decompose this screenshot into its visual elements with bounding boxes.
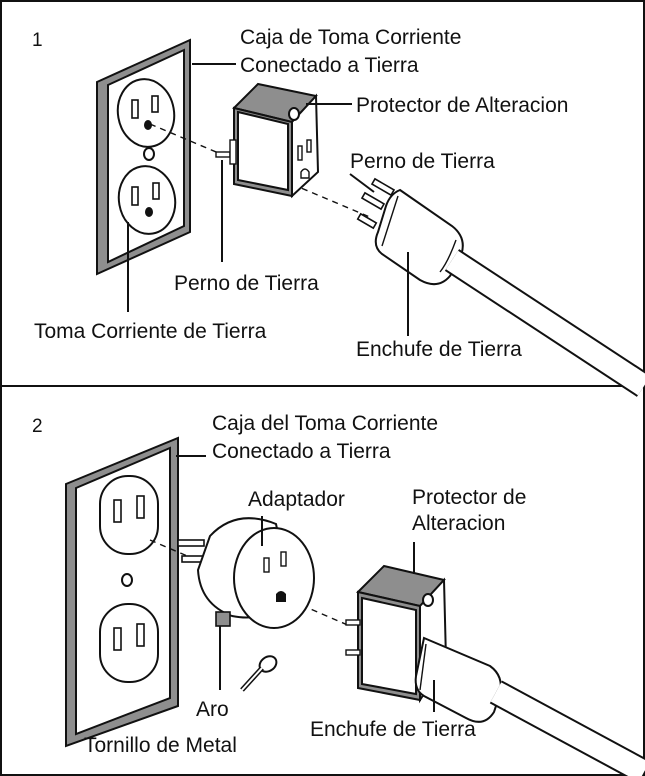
panel-2: 2 <box>32 412 645 776</box>
label-ground-pin-right: Perno de Tierra <box>350 150 495 173</box>
tamper-protector-2 <box>345 564 645 776</box>
metal-screw <box>240 655 278 692</box>
grounded-plug-1 <box>356 177 645 397</box>
alignment-line-2 <box>149 539 351 627</box>
panel-2-number: 2 <box>32 416 43 437</box>
label-box2-line2: Conectado a Tierra <box>212 440 391 463</box>
wall-plate-2 <box>65 436 179 748</box>
tamper-protector-1 <box>215 82 320 199</box>
label-screw: Tornillo de Metal <box>84 734 237 757</box>
label-ring: Aro <box>196 698 229 721</box>
label-ground-plug-1: Enchufe de Tierra <box>356 338 522 361</box>
leader-pin-right-1 <box>349 173 375 193</box>
label-box-line1: Caja de Toma Corriente <box>240 26 461 49</box>
label-protector: Protector de Alteracion <box>356 94 568 117</box>
label-ground-plug-2: Enchufe de Tierra <box>310 718 476 741</box>
label-box2-line1: Caja del Toma Corriente <box>212 412 438 435</box>
adapter <box>177 517 315 629</box>
wall-plate-1 <box>96 38 191 276</box>
label-ground-outlet: Toma Corriente de Tierra <box>34 320 267 343</box>
panel-1: 1 <box>32 26 645 397</box>
alignment-line-1 <box>149 123 373 219</box>
label-adapter: Adaptador <box>248 488 345 511</box>
label-protector2-line2: Alteracion <box>412 512 505 535</box>
panel-1-number: 1 <box>32 30 43 51</box>
label-box-line2: Conectado a Tierra <box>240 54 419 77</box>
label-ground-pin-bottom: Perno de Tierra <box>174 272 319 295</box>
label-protector2-line1: Protector de <box>412 486 526 509</box>
